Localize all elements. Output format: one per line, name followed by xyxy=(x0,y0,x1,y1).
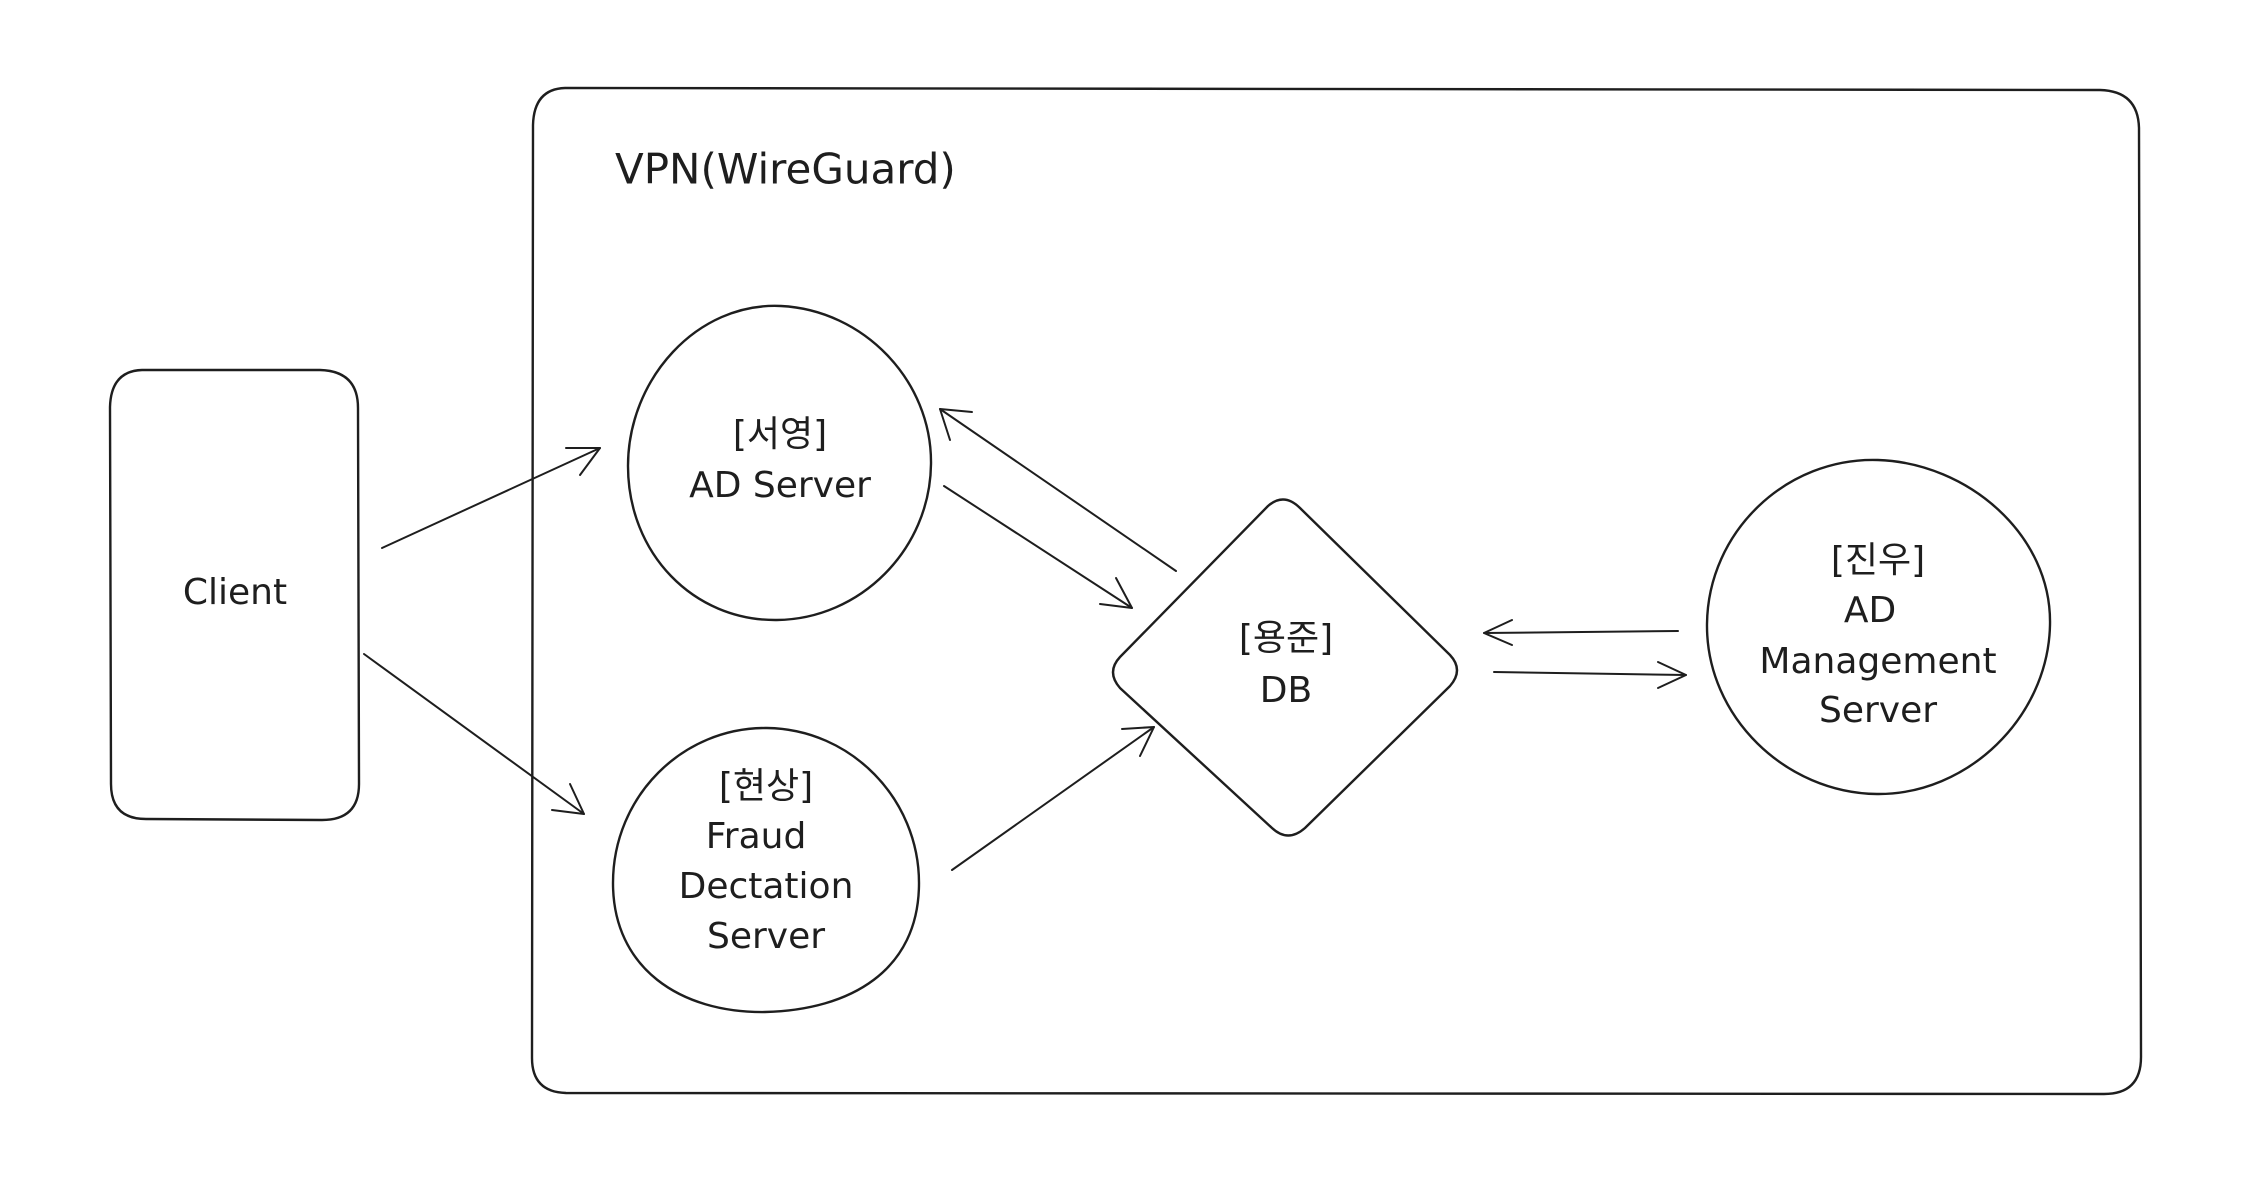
vpn-boundary-frame xyxy=(530,86,2143,1096)
fraud-server-label-line-1: [현상] xyxy=(719,766,813,807)
ad-server-label-line-2: AD Server xyxy=(689,465,871,506)
client-label: Client xyxy=(183,572,287,613)
ad-management-server-label-line-3: Management xyxy=(1759,641,1996,682)
vpn-boundary: VPN(WireGuard) xyxy=(530,86,2143,1096)
client-node: Client xyxy=(108,368,361,822)
db-diamond xyxy=(1111,498,1459,837)
arrow-ad-server-to-db xyxy=(943,485,1133,609)
ad-management-server-label-line-2: AD xyxy=(1844,590,1896,631)
ad-management-server-label-line-1: [진우] xyxy=(1831,540,1925,581)
db-node: [용준] DB xyxy=(1111,498,1459,837)
db-label-line-2: DB xyxy=(1260,670,1312,711)
ad-management-server-label-line-4: Server xyxy=(1819,690,1937,731)
fraud-server-circle xyxy=(611,726,921,1014)
arrow-client-to-fraud-server xyxy=(363,653,585,815)
arrow-management-to-db xyxy=(1483,619,1679,646)
arrow-client-to-ad-server xyxy=(381,447,601,549)
ad-management-server-circle xyxy=(1705,458,2052,796)
vpn-title: VPN(WireGuard) xyxy=(615,145,956,194)
fraud-server-label-line-4: Server xyxy=(707,916,825,957)
ad-server-circle xyxy=(626,304,933,622)
fraud-server-node: [현상] Fraud Dectation Server xyxy=(611,726,921,1014)
ad-management-server-node: [진우] AD Management Server xyxy=(1705,458,2052,796)
fraud-server-label-line-2: Fraud xyxy=(706,816,807,857)
arrow-fraud-server-to-db xyxy=(951,726,1155,871)
ad-server-label-line-1: [서영] xyxy=(733,414,827,455)
arrow-db-to-management xyxy=(1493,661,1687,689)
client-box xyxy=(108,368,361,822)
fraud-server-label-line-3: Dectation xyxy=(679,866,854,907)
arrow-db-to-ad-server xyxy=(939,408,1177,572)
ad-server-node: [서영] AD Server xyxy=(626,304,933,622)
db-label-line-1: [용준] xyxy=(1239,618,1333,659)
